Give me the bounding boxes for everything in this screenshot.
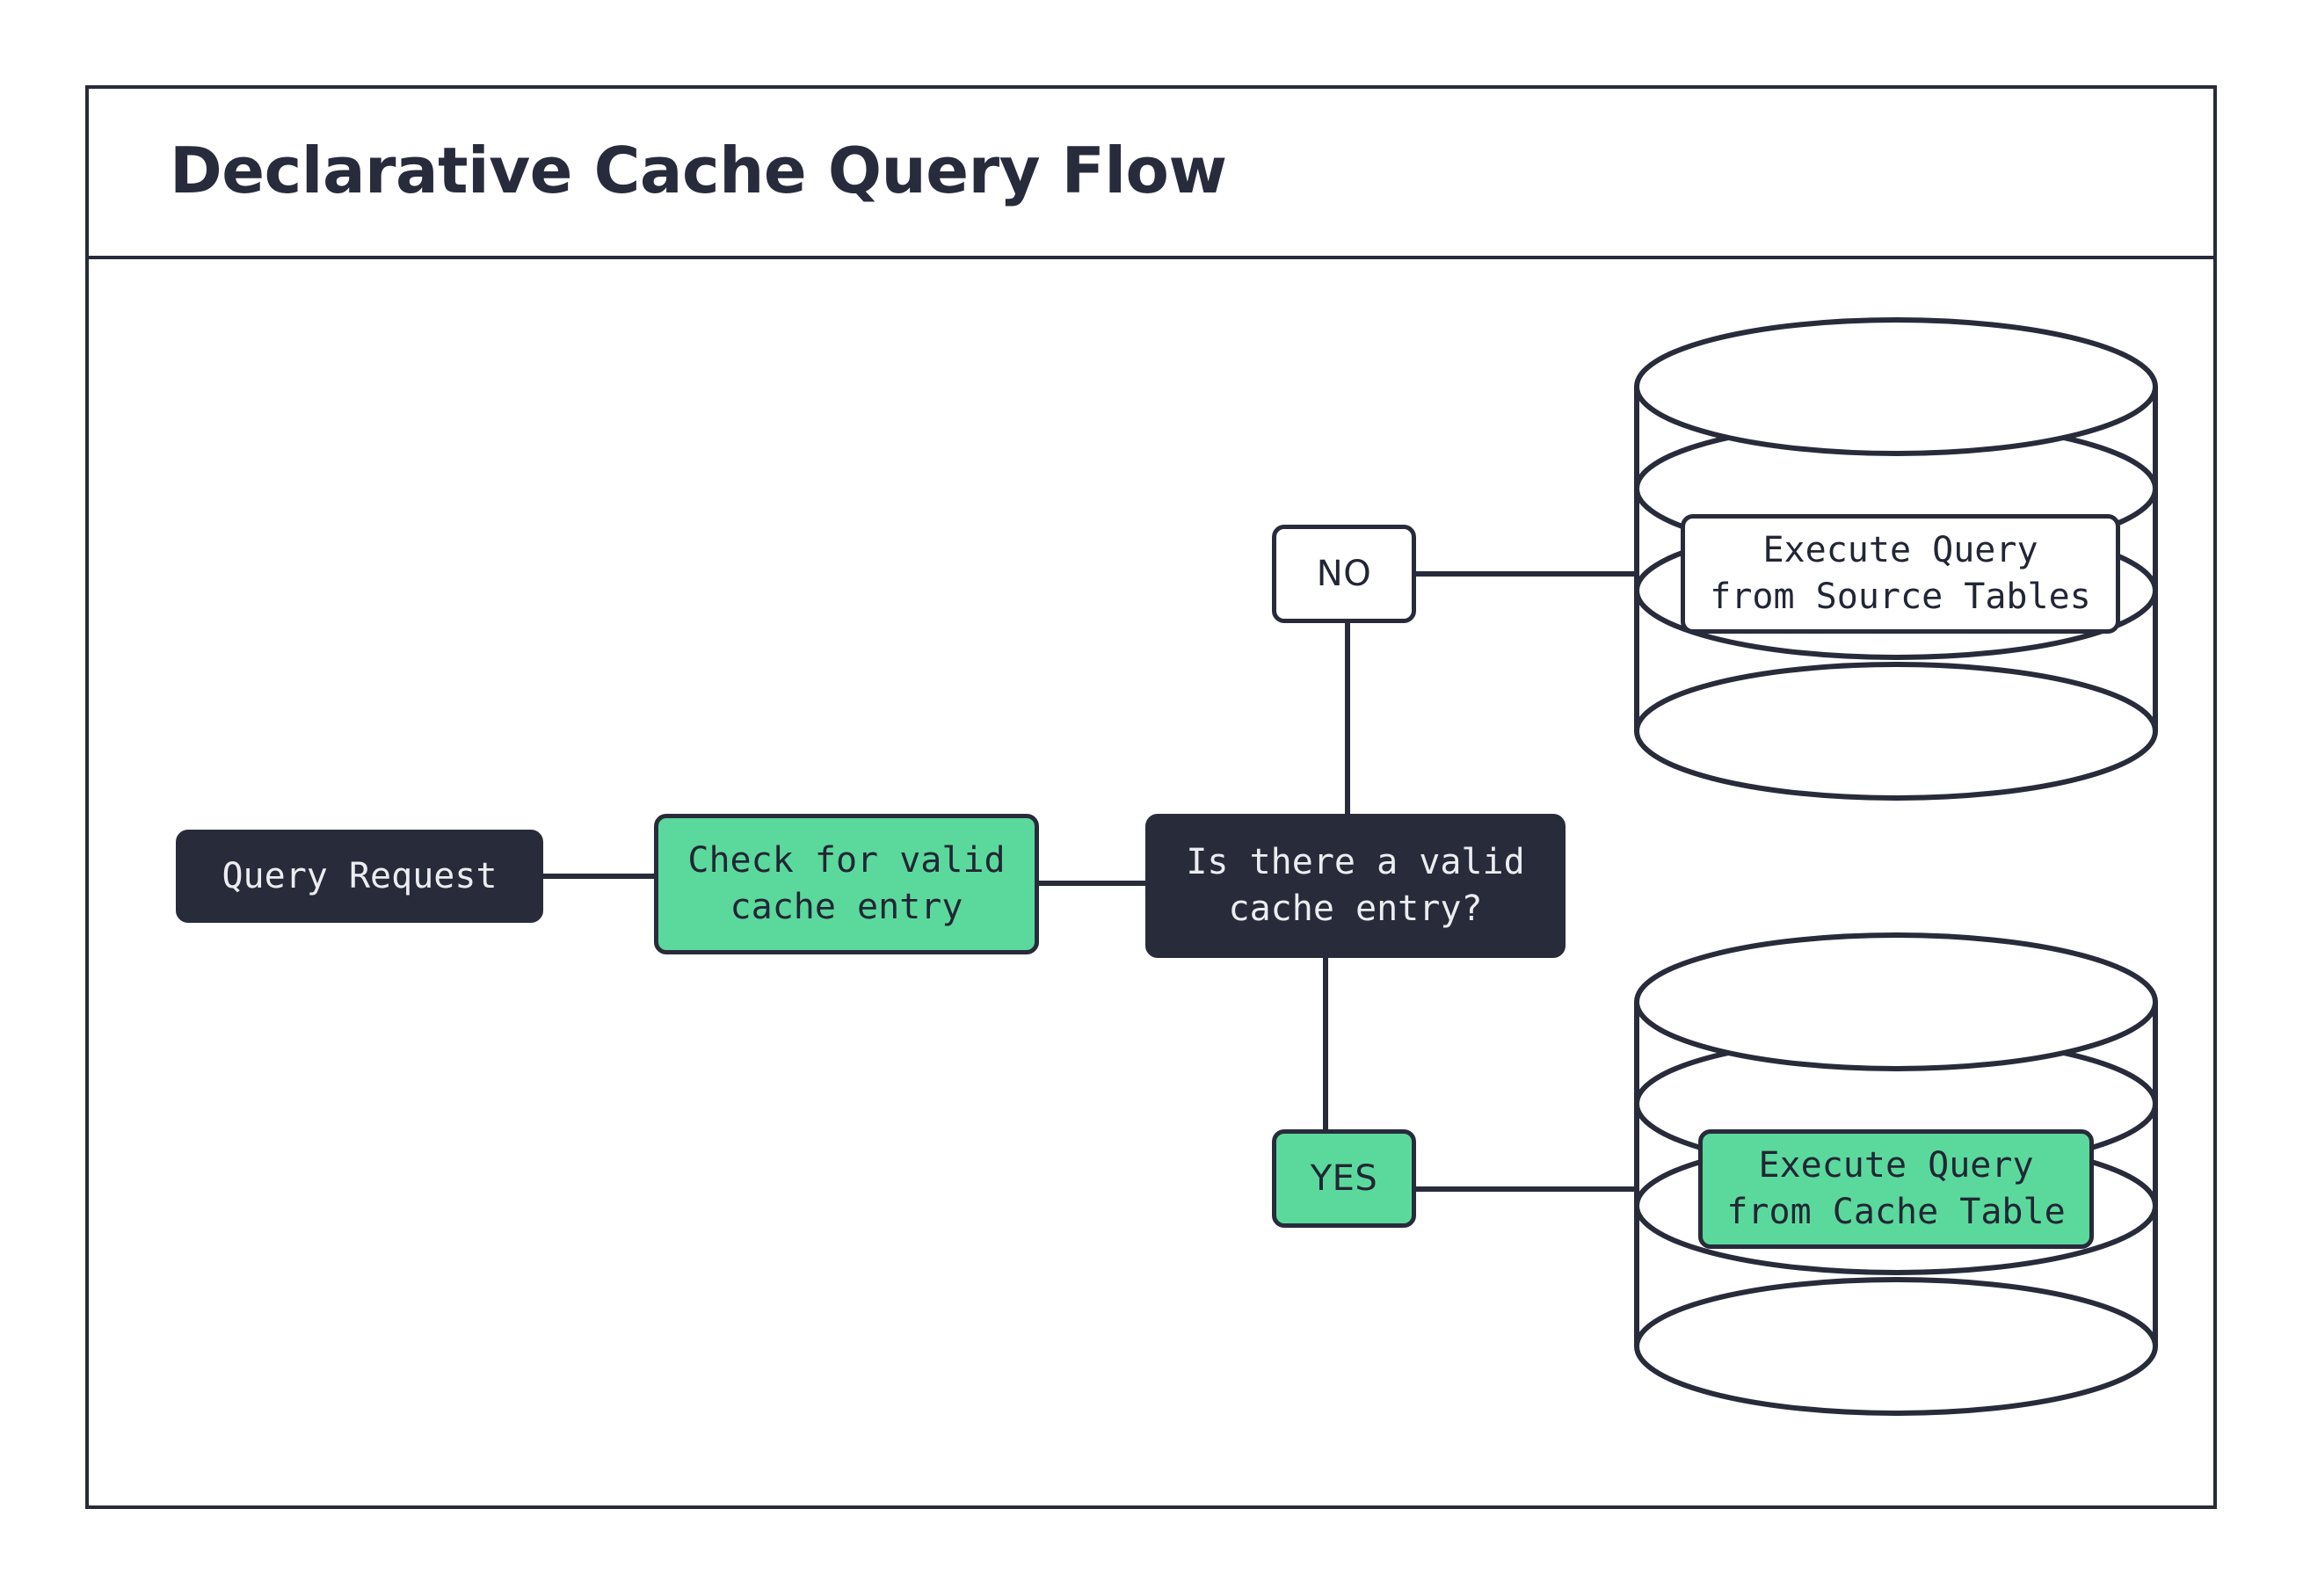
node-execute-query-from-source-tables[interactable]: Execute Query from Source Tables <box>1681 514 2120 634</box>
diagram-header: Declarative Cache Query Flow <box>85 85 2217 259</box>
edge-label-no[interactable]: NO <box>1272 525 1416 623</box>
node-execute-query-from-cache-table[interactable]: Execute Query from Cache Table <box>1698 1129 2094 1249</box>
node-check-for-valid-cache-entry[interactable]: Check for valid cache entry <box>654 814 1039 954</box>
page-title: Declarative Cache Query Flow <box>170 134 1227 207</box>
node-query-request[interactable]: Query Request <box>176 830 543 923</box>
edge-label-yes[interactable]: YES <box>1272 1129 1416 1228</box>
diagram-frame <box>85 85 2217 1509</box>
node-is-there-a-valid-cache-entry[interactable]: Is there a valid cache entry? <box>1145 814 1566 958</box>
